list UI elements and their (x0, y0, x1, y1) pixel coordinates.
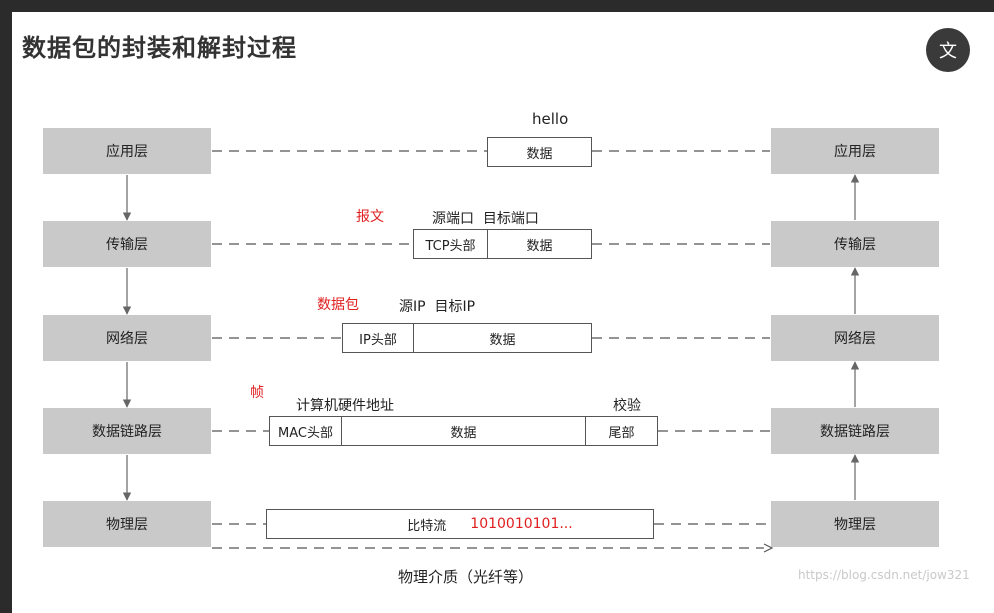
bitstream-box: 比特流 1010010101... (266, 509, 654, 539)
right-layer-application: 应用层 (771, 128, 939, 174)
left-layer-network: 网络层 (43, 315, 211, 361)
translate-icon[interactable]: 文 (926, 28, 970, 72)
physical-medium-label: 物理介质（光纤等） (398, 568, 534, 586)
right-layer-physical: 物理层 (771, 501, 939, 547)
trailer-box: 尾部 (585, 416, 658, 446)
ip-header-box: IP头部 (342, 323, 414, 353)
left-layer-application: 应用层 (43, 128, 211, 174)
checksum-label: 校验 (613, 398, 641, 414)
tcp-header-box: TCP头部 (413, 229, 488, 259)
frame-label: 帧 (250, 385, 264, 401)
left-layer-datalink: 数据链路层 (43, 408, 211, 454)
hardware-address-label: 计算机硬件地址 (296, 398, 394, 414)
network-data-box: 数据 (413, 323, 592, 353)
bitstream-label: 比特流 (407, 518, 447, 534)
ports-label: 源端口 目标端口 (432, 211, 539, 227)
bitstream-bits: 1010010101... (470, 516, 573, 532)
transport-data-box: 数据 (487, 229, 592, 259)
right-layer-datalink: 数据链路层 (771, 408, 939, 454)
ip-addresses-label: 源IP 目标IP (399, 299, 476, 315)
datalink-data-box: 数据 (341, 416, 586, 446)
app-data-box: 数据 (487, 137, 592, 167)
page-title: 数据包的封装和解封过程 (22, 34, 297, 62)
watermark: https://blog.csdn.net/jow321 (798, 568, 970, 582)
right-layer-network: 网络层 (771, 315, 939, 361)
hello-label: hello (532, 110, 569, 128)
left-layer-physical: 物理层 (43, 501, 211, 547)
left-layer-transport: 传输层 (43, 221, 211, 267)
right-layer-transport: 传输层 (771, 221, 939, 267)
mac-header-box: MAC头部 (269, 416, 342, 446)
packet-label: 数据包 (317, 297, 359, 313)
segment-label: 报文 (356, 209, 384, 225)
